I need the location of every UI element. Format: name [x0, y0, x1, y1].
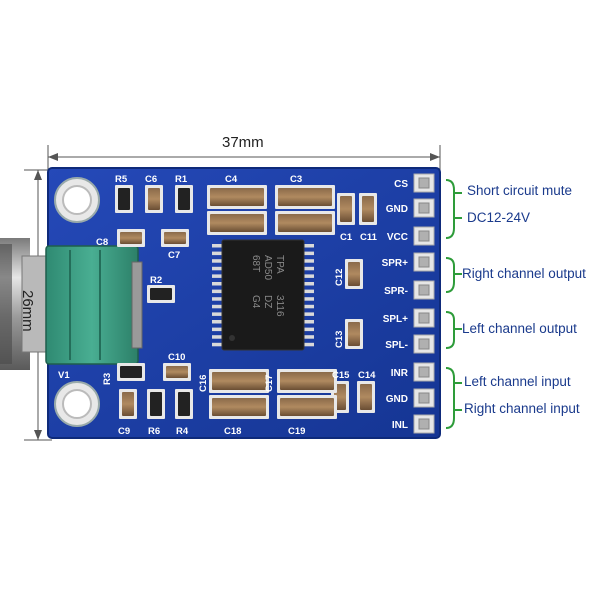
silk-c10: C10	[168, 352, 185, 363]
c3-capacitor	[275, 185, 335, 209]
silk-c11: C11	[360, 232, 378, 243]
silk-c8: C8	[96, 237, 108, 248]
c14-capacitor	[357, 381, 375, 413]
r3-resistor	[117, 363, 145, 381]
silk-c1: C1	[340, 232, 353, 243]
c12-capacitor	[345, 259, 363, 289]
header-pin	[413, 388, 435, 408]
c4b-capacitor	[207, 211, 267, 235]
label-right-channel-input: Right channel input	[464, 401, 580, 416]
bracket-right-output	[445, 257, 455, 293]
chip-text-line: 3116	[274, 295, 285, 317]
c11-capacitor	[359, 193, 377, 225]
mounting-hole-bottom	[54, 381, 100, 427]
pin-label: SPR+	[382, 258, 409, 269]
pin-labels: CS GND VCC SPR+ SPR- SPL+ SPL- INR GND INL	[382, 179, 409, 431]
r4-resistor	[175, 389, 193, 419]
mounting-hole-top	[54, 177, 100, 223]
silkscreen-labels: R5 C6 R1 C4 C3 C8 C7 C1 C11 R2 C12 C13 C…	[58, 174, 378, 437]
silk-c18: C18	[224, 426, 241, 437]
silk-c16: C16	[198, 375, 209, 392]
c6-capacitor	[145, 185, 163, 213]
silk-c9: C9	[118, 426, 130, 437]
pin-label: SPL+	[383, 314, 408, 325]
annotation-brackets	[445, 179, 462, 429]
silk-r3: R3	[102, 373, 113, 385]
c7-capacitor	[161, 229, 189, 247]
chip-text-line: DZ	[262, 295, 273, 308]
potentiometer	[0, 238, 143, 370]
c1-capacitor	[337, 193, 355, 225]
header-pin	[413, 252, 435, 272]
silk-r5: R5	[115, 174, 128, 185]
header-pin	[413, 414, 435, 434]
pin-label: SPR-	[384, 286, 408, 297]
chip-text-line: 68T	[250, 255, 261, 272]
c18-capacitor	[209, 395, 269, 419]
silk-c13: C13	[334, 331, 345, 348]
r1-resistor	[175, 185, 193, 213]
svg-text:TPA3116AD50DZ68TG4: TPA 3116 AD50DZ 68T G4	[250, 255, 285, 317]
silk-c7: C7	[168, 250, 180, 261]
bracket-left-output	[445, 311, 455, 349]
c13-capacitor	[345, 319, 363, 349]
silk-c15: C15	[332, 370, 350, 381]
silk-r6: R6	[148, 426, 160, 437]
r2-resistor	[147, 285, 175, 303]
c19-capacitor	[277, 395, 337, 419]
bracket-power	[445, 179, 455, 239]
header-pin	[413, 173, 435, 193]
label-short-circuit-mute: Short circuit mute	[467, 183, 573, 198]
silk-c19: C19	[288, 426, 305, 437]
silk-c3: C3	[290, 174, 302, 185]
pin-header	[413, 173, 435, 434]
c16-capacitor	[209, 369, 269, 393]
pin-label: VCC	[387, 232, 408, 243]
silk-c4: C4	[225, 174, 238, 185]
header-pin	[413, 362, 435, 382]
pin-label: GND	[386, 204, 408, 215]
c10-capacitor	[163, 363, 191, 381]
chip-text-line: TPA	[274, 255, 285, 274]
c4-capacitor	[207, 185, 267, 209]
header-pin	[413, 280, 435, 300]
c17-capacitor	[277, 369, 337, 393]
chip-text-line: AD50	[262, 255, 273, 280]
chip-marking: TPA 3116 AD50DZ 68T G4	[250, 255, 285, 317]
height-label: 26mm	[19, 290, 36, 332]
silk-v1: V1	[58, 370, 70, 381]
label-left-channel-output: Left channel output	[462, 321, 577, 336]
header-pin	[413, 226, 435, 246]
c3b-capacitor	[275, 211, 335, 235]
silk-c12: C12	[334, 269, 345, 286]
header-pin	[413, 334, 435, 354]
silk-c6: C6	[145, 174, 157, 185]
label-left-channel-input: Left channel input	[464, 374, 571, 389]
r5-resistor	[115, 185, 133, 213]
c9-capacitor	[119, 389, 137, 419]
pin-label: INL	[392, 420, 408, 431]
pin-label: GND	[386, 394, 408, 405]
width-dimension-line	[47, 145, 441, 175]
amplifier-chip	[212, 239, 314, 351]
r6-resistor	[147, 389, 165, 419]
silk-c14: C14	[358, 370, 376, 381]
pin-label: CS	[394, 179, 408, 190]
silk-r4: R4	[176, 426, 189, 437]
c8-capacitor	[117, 229, 145, 247]
width-label: 37mm	[222, 134, 264, 151]
header-pin	[413, 308, 435, 328]
label-right-channel-output: Right channel output	[462, 266, 586, 281]
header-pin	[413, 198, 435, 218]
silk-r1: R1	[175, 174, 188, 185]
pin-label: INR	[391, 368, 409, 379]
pin-label: SPL-	[385, 340, 408, 351]
silk-c17: C17	[264, 375, 275, 392]
chip-text-line: G4	[250, 295, 261, 309]
silk-r2: R2	[150, 275, 162, 286]
label-supply-voltage: DC12-24V	[467, 210, 531, 225]
bracket-inputs	[445, 367, 455, 429]
